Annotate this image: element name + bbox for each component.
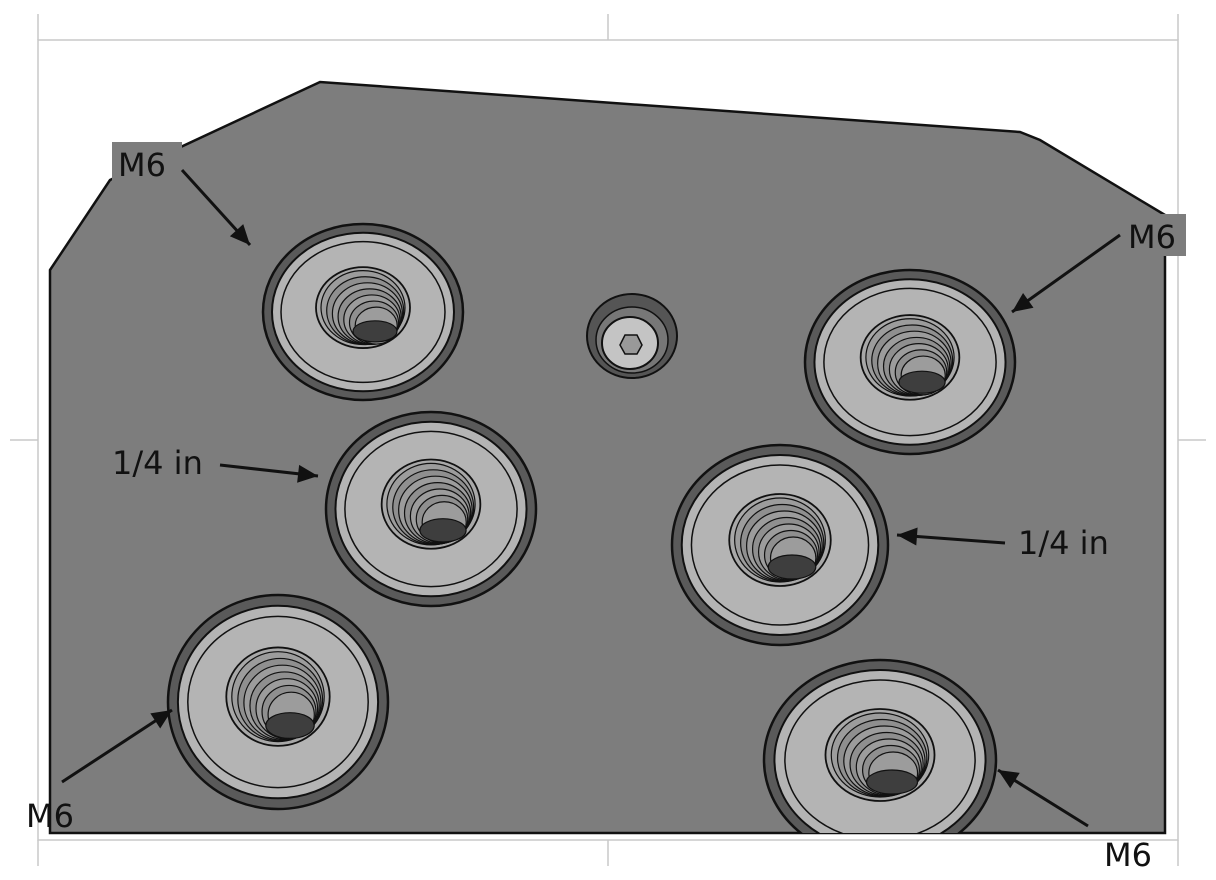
arrowhead-icon [1012,293,1034,312]
insert-top-left [261,222,465,402]
insert-middle-right [670,443,890,647]
insert-top-right [803,268,1017,456]
callout-arrow-line [61,708,173,784]
callout-label: 1/4 in [112,444,203,482]
callout-label: M6 [1104,836,1152,874]
insert-bottom-left [166,593,390,811]
callout-3: 1/4 in [112,444,319,483]
arrowhead-icon [998,770,1020,789]
arrowhead-icon [297,464,318,483]
arrowhead-icon [229,224,250,245]
callout-6: M6 [997,768,1152,874]
callout-label: M6 [26,797,74,835]
callout-1: M6 [118,146,252,247]
arrowhead-icon [150,710,172,729]
arrowhead-icon [897,527,918,546]
callout-arrow-line [1011,233,1121,314]
callout-2: M6 [1011,218,1176,314]
center-screw [586,293,678,379]
callout-label: 1/4 in [1018,524,1109,562]
hex-socket-icon [619,334,643,355]
callout-4: 1/4 in [896,524,1109,562]
callout-label: M6 [1128,218,1176,256]
callout-label: M6 [118,146,166,184]
callout-5: M6 [26,708,173,835]
insert-middle-left [324,410,538,608]
label-backgrounds [112,142,1186,256]
drawing-frame [10,14,1206,866]
insert-bottom-right [762,658,998,833]
